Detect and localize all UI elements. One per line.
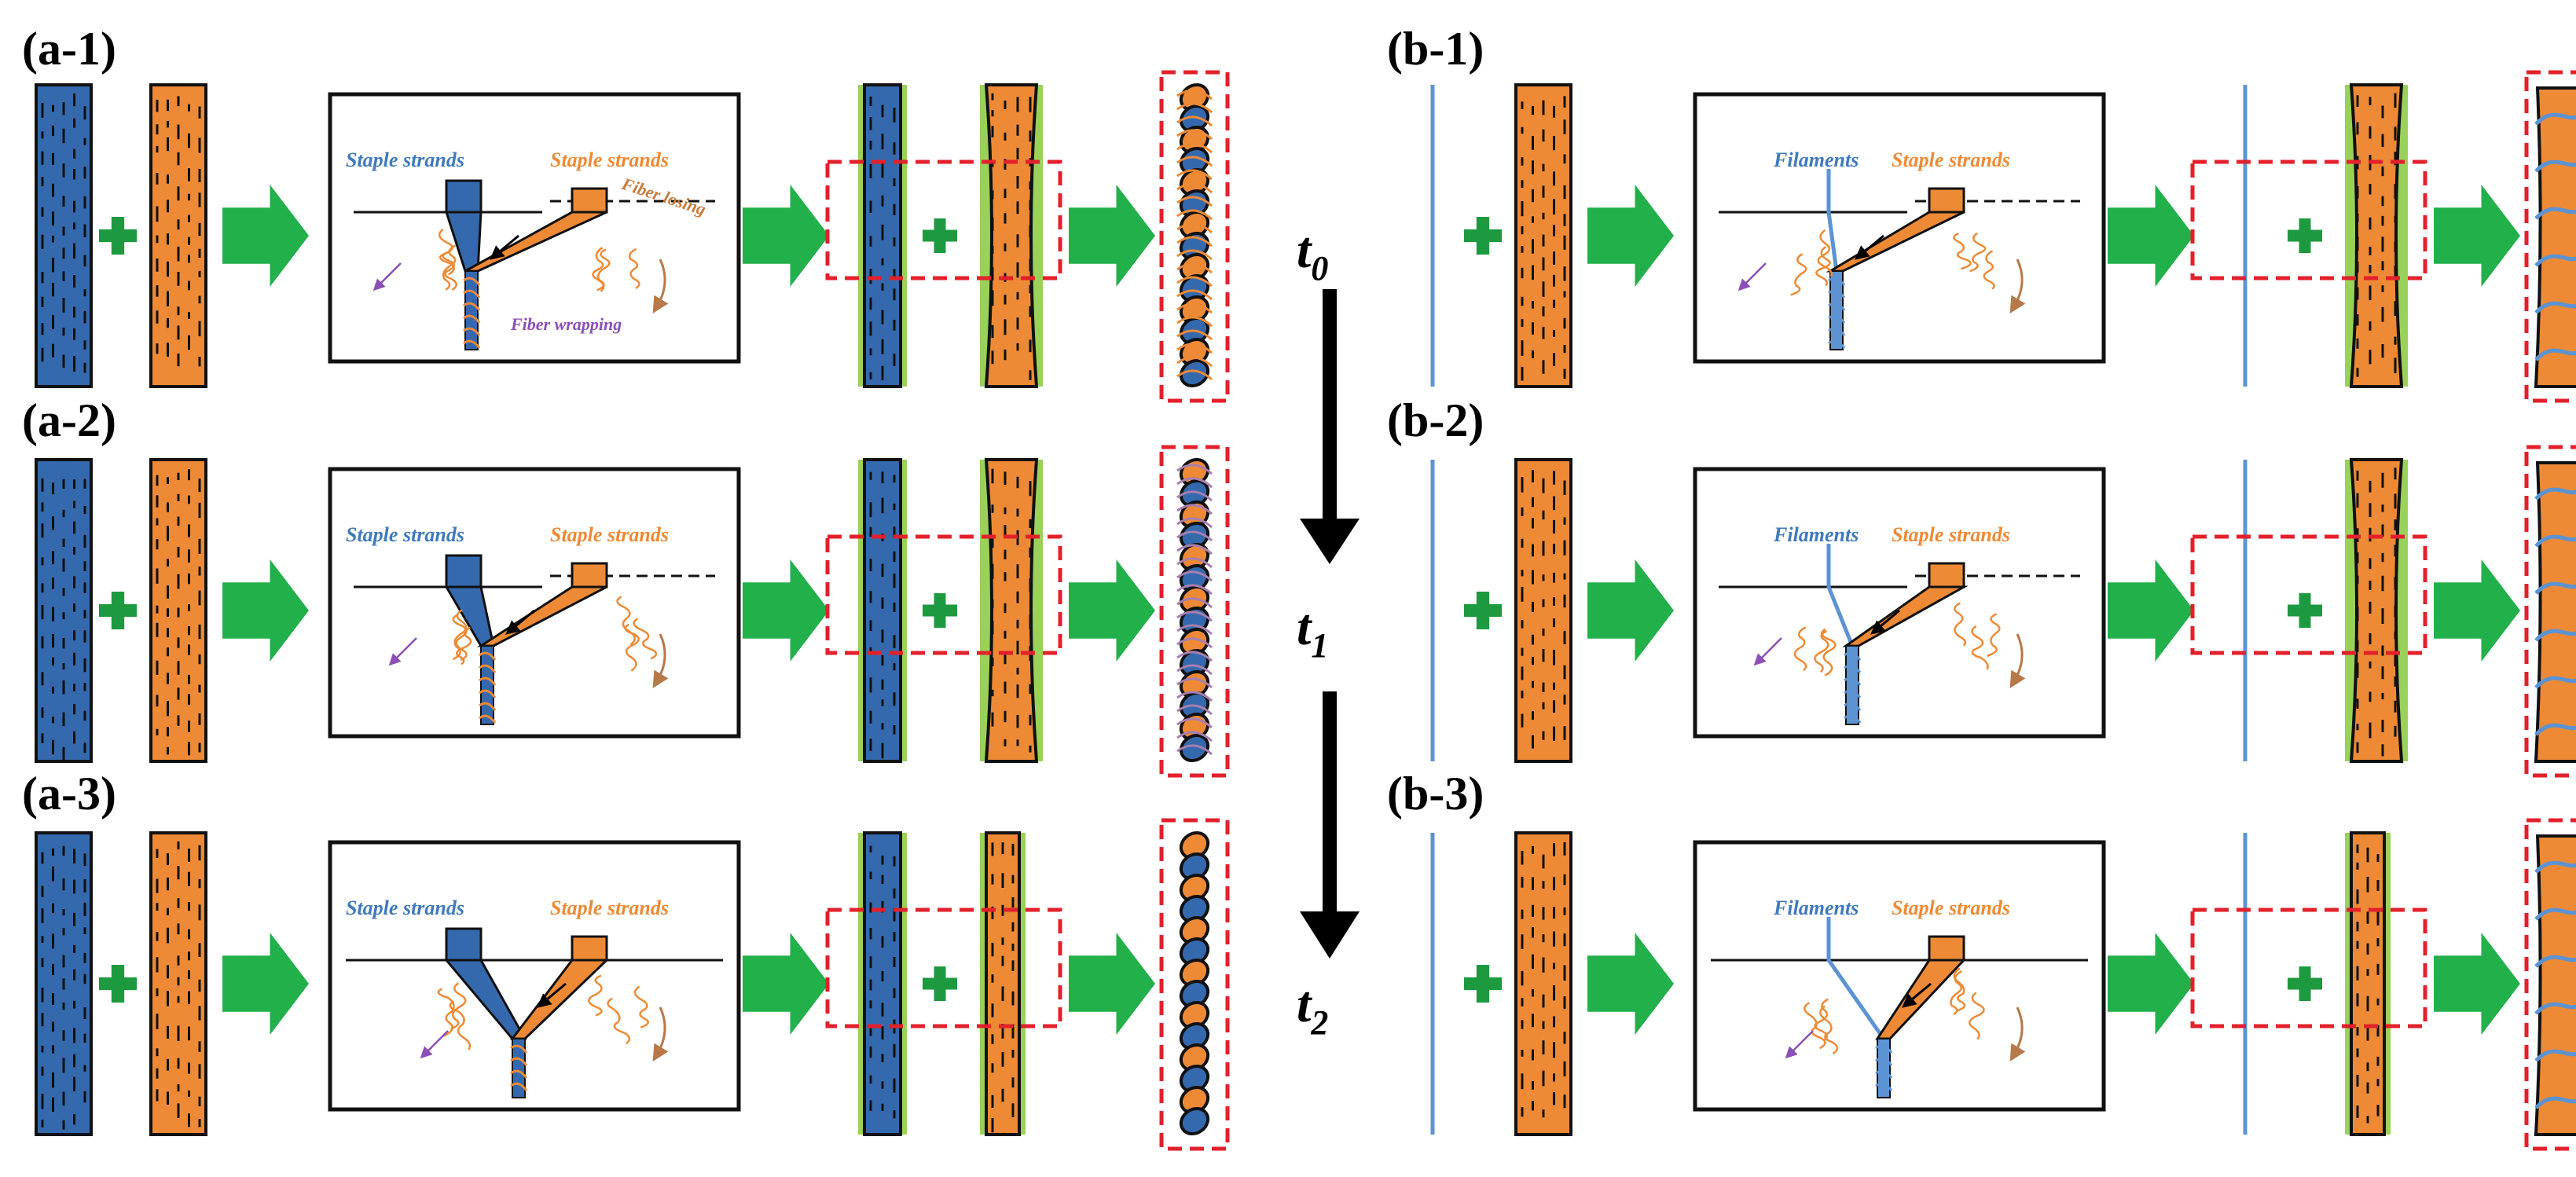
panel-a-2: Staple strands Staple strands xyxy=(35,445,1230,778)
staple-strands-label-right: Staple strands xyxy=(550,896,669,919)
panel-b-2: Filaments Staple strands xyxy=(1430,445,2576,778)
staple-strands-label-left: Staple strands xyxy=(346,148,464,171)
panel-label-a1: (a-1) xyxy=(22,23,116,75)
green-arrow xyxy=(222,559,309,662)
fiber-wrapping-label: Fiber wrapping xyxy=(510,314,622,334)
input-orange-strand xyxy=(1514,458,1572,763)
final-yarn-box xyxy=(1159,445,1230,778)
green-arrow xyxy=(743,185,829,287)
plus-sign xyxy=(2288,218,2322,253)
result-orange-strand xyxy=(984,83,1039,388)
plus-sign xyxy=(923,218,957,253)
final-yarn xyxy=(1176,82,1213,388)
green-arrow xyxy=(2434,559,2520,662)
plus-sign xyxy=(99,217,137,255)
green-arrow xyxy=(1069,559,1155,662)
panel-label-b2: (b-2) xyxy=(1387,394,1484,446)
staple-strands-label-right: Staple strands xyxy=(550,148,669,171)
panel-label-b1: (b-1) xyxy=(1387,23,1484,75)
input-orange-strand xyxy=(1514,831,1572,1136)
final-yarn xyxy=(2534,834,2576,1136)
process-box: Staple strands Staple strands xyxy=(328,840,741,1112)
plus-sign xyxy=(923,593,957,629)
filaments-label: Filaments xyxy=(1773,148,1859,171)
green-arrow xyxy=(1069,933,1155,1035)
staple-strands-label-right: Staple strands xyxy=(550,523,669,546)
final-yarn-box xyxy=(2524,818,2576,1151)
green-arrow xyxy=(222,185,309,287)
process-box: Filaments Staple strands xyxy=(1693,467,2106,739)
plus-sign xyxy=(1464,965,1502,1003)
green-arrow xyxy=(2108,933,2194,1035)
plus-sign xyxy=(923,966,957,1001)
plus-sign xyxy=(1464,217,1502,255)
plus-sign xyxy=(1464,592,1502,630)
plus-sign xyxy=(2288,593,2322,629)
filaments-label: Filaments xyxy=(1773,896,1859,919)
highlight-box xyxy=(2190,908,2427,1028)
final-yarn xyxy=(2534,86,2576,388)
final-yarn xyxy=(1176,457,1213,763)
highlight-box xyxy=(2190,534,2427,655)
panel-b-3: Filaments Staple strands xyxy=(1430,818,2576,1151)
green-arrow xyxy=(2434,185,2520,287)
result-orange-strand xyxy=(2349,83,2404,388)
panel-label-b3: (b-3) xyxy=(1387,768,1484,820)
panel-label-a3: (a-3) xyxy=(22,768,116,820)
time-axis: t0 t1 t2 xyxy=(1297,222,1360,1042)
highlight-box xyxy=(825,908,1062,1028)
final-yarn-box xyxy=(1159,70,1230,403)
highlight-box xyxy=(825,160,1062,280)
staple-strands-label-right: Staple strands xyxy=(1892,896,2010,919)
process-box: Filaments Staple strands xyxy=(1693,92,2106,364)
process-box: Staple strands Staple strands xyxy=(328,467,741,739)
staple-strands-label-left: Staple strands xyxy=(346,523,464,546)
final-yarn xyxy=(1179,830,1210,1136)
time-label-t0: t0 xyxy=(1297,222,1328,288)
highlight-box xyxy=(825,534,1062,655)
green-arrow xyxy=(2108,185,2194,287)
process-box: Filaments Staple strands xyxy=(1693,840,2106,1112)
time-label-t1: t1 xyxy=(1297,599,1328,665)
staple-strands-label-left: Staple strands xyxy=(346,896,464,919)
green-arrow xyxy=(2434,933,2520,1035)
filaments-label: Filaments xyxy=(1773,523,1859,546)
green-arrow xyxy=(1069,185,1155,287)
result-orange-strand xyxy=(984,458,1039,763)
final-yarn xyxy=(2534,461,2576,763)
panel-a-3: Staple strands Staple strands xyxy=(35,818,1230,1151)
green-arrow xyxy=(743,933,829,1035)
panel-b-1: Filaments Staple strands xyxy=(1430,70,2576,403)
plus-sign xyxy=(2288,966,2322,1001)
final-yarn-box xyxy=(2524,70,2576,403)
panel-label-a2: (a-2) xyxy=(22,394,116,446)
staple-strands-label-right: Staple strands xyxy=(1892,148,2010,171)
plus-sign xyxy=(99,965,137,1003)
green-arrow xyxy=(743,559,829,662)
final-yarn-box xyxy=(1159,818,1230,1151)
green-arrow xyxy=(1587,933,1674,1035)
green-arrow xyxy=(1587,185,1674,287)
time-label-t2: t2 xyxy=(1297,976,1328,1042)
green-arrow xyxy=(222,933,309,1035)
staple-strands-label-right: Staple strands xyxy=(1892,523,2010,546)
highlight-box xyxy=(2190,160,2427,280)
plus-sign xyxy=(99,592,137,630)
green-arrow xyxy=(1587,559,1674,662)
final-yarn-box xyxy=(2524,445,2576,778)
result-orange-strand xyxy=(2349,458,2404,763)
green-arrow xyxy=(2108,559,2194,662)
